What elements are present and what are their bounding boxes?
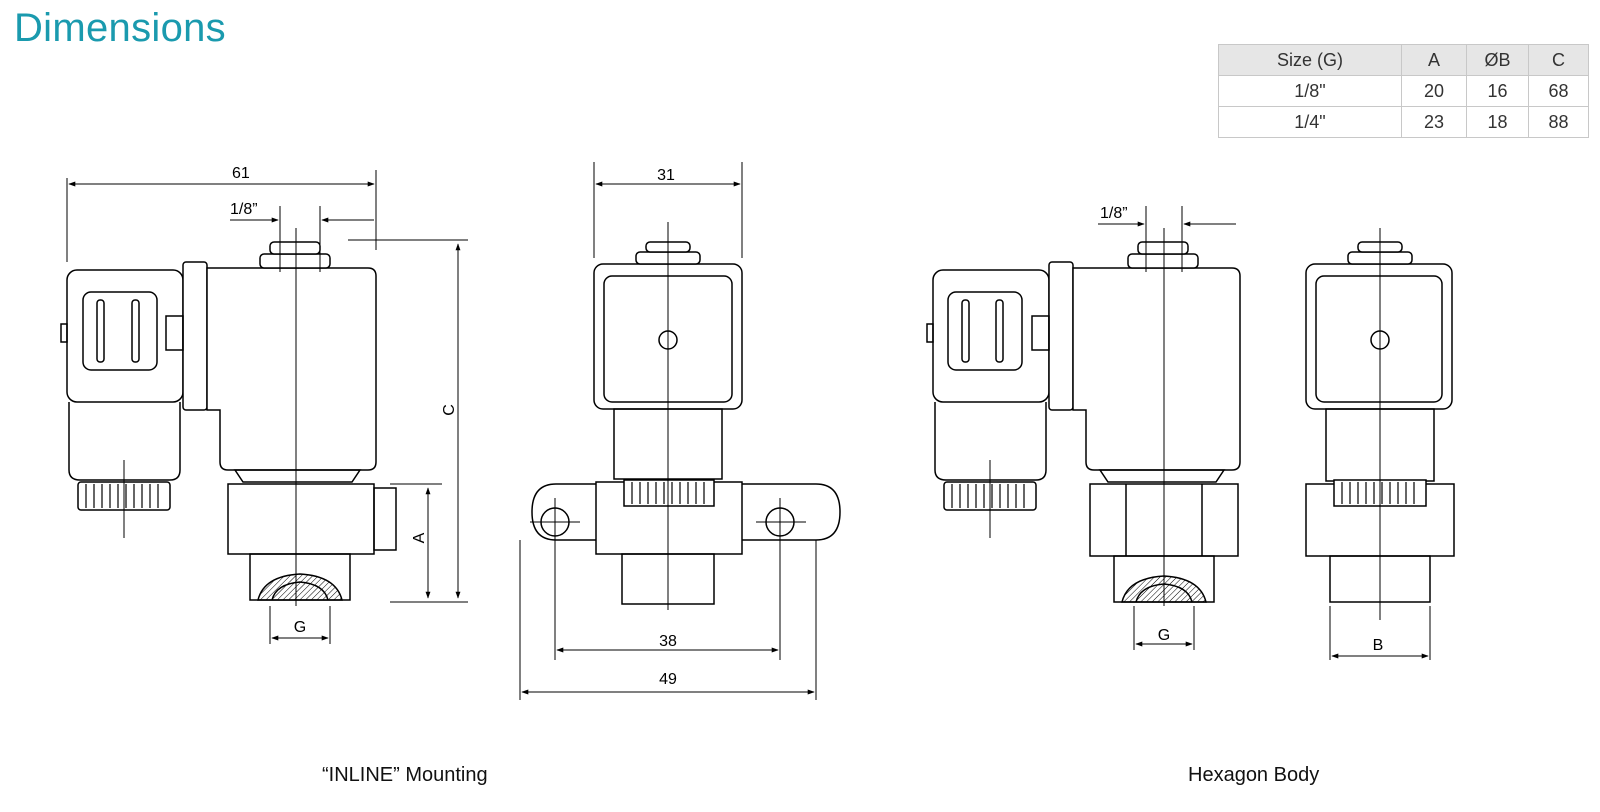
- hexagon-front-labels: B: [1373, 637, 1384, 654]
- inline-side-dimensions: [66, 170, 468, 644]
- hexagon-front-view: [1305, 228, 1455, 620]
- table-cell: 1/4": [1218, 106, 1402, 138]
- dim-38-label: 38: [659, 633, 677, 650]
- inline-side-labels: 61 1/8” C A G: [230, 165, 458, 636]
- port-size-label: 1/8”: [1100, 205, 1128, 222]
- table-cell: 23: [1401, 106, 1467, 138]
- caption-hexagon-body: Hexagon Body: [1188, 764, 1320, 786]
- table-header-row: Size (G) A ØB C: [1218, 44, 1589, 76]
- port-size-label: 1/8”: [230, 201, 258, 218]
- dim-g-label: G: [1158, 627, 1170, 644]
- table-cell: 68: [1528, 75, 1589, 107]
- hexagon-front-dimensions: [1329, 606, 1431, 660]
- inline-front-dimensions: [519, 162, 817, 700]
- dim-a-label: A: [411, 532, 428, 543]
- dim-b-label: B: [1373, 637, 1384, 654]
- inline-front-labels: 31 38 49: [657, 167, 677, 688]
- table-row: 1/8" 20 16 68: [1218, 75, 1589, 107]
- table-cell: 16: [1466, 75, 1529, 107]
- table-cell: 18: [1466, 106, 1529, 138]
- page-title: Dimensions: [14, 6, 226, 50]
- hexagon-side-labels: 1/8” G: [1100, 205, 1170, 644]
- dim-c-label: C: [441, 404, 458, 416]
- table-header-cell: A: [1401, 44, 1467, 76]
- table-cell: 1/8": [1218, 75, 1402, 107]
- inline-side-view: [60, 228, 397, 606]
- table-header-cell: Size (G): [1218, 44, 1402, 76]
- caption-inline-mounting: “INLINE” Mounting: [322, 764, 488, 786]
- hexagon-side-view: [926, 228, 1241, 606]
- dimensions-table: Size (G) A ØB C 1/8" 20 16 68 1/4" 23 18…: [1218, 44, 1589, 138]
- table-cell: 88: [1528, 106, 1589, 138]
- dim-31-label: 31: [657, 167, 675, 184]
- inline-front-view: [530, 222, 841, 610]
- table-header-cell: C: [1528, 44, 1589, 76]
- hexagon-side-dimensions: [1098, 206, 1236, 650]
- dim-g-label: G: [294, 619, 306, 636]
- dim-49-label: 49: [659, 671, 677, 688]
- table-row: 1/4" 23 18 88: [1218, 106, 1589, 138]
- dim-61-label: 61: [232, 165, 250, 182]
